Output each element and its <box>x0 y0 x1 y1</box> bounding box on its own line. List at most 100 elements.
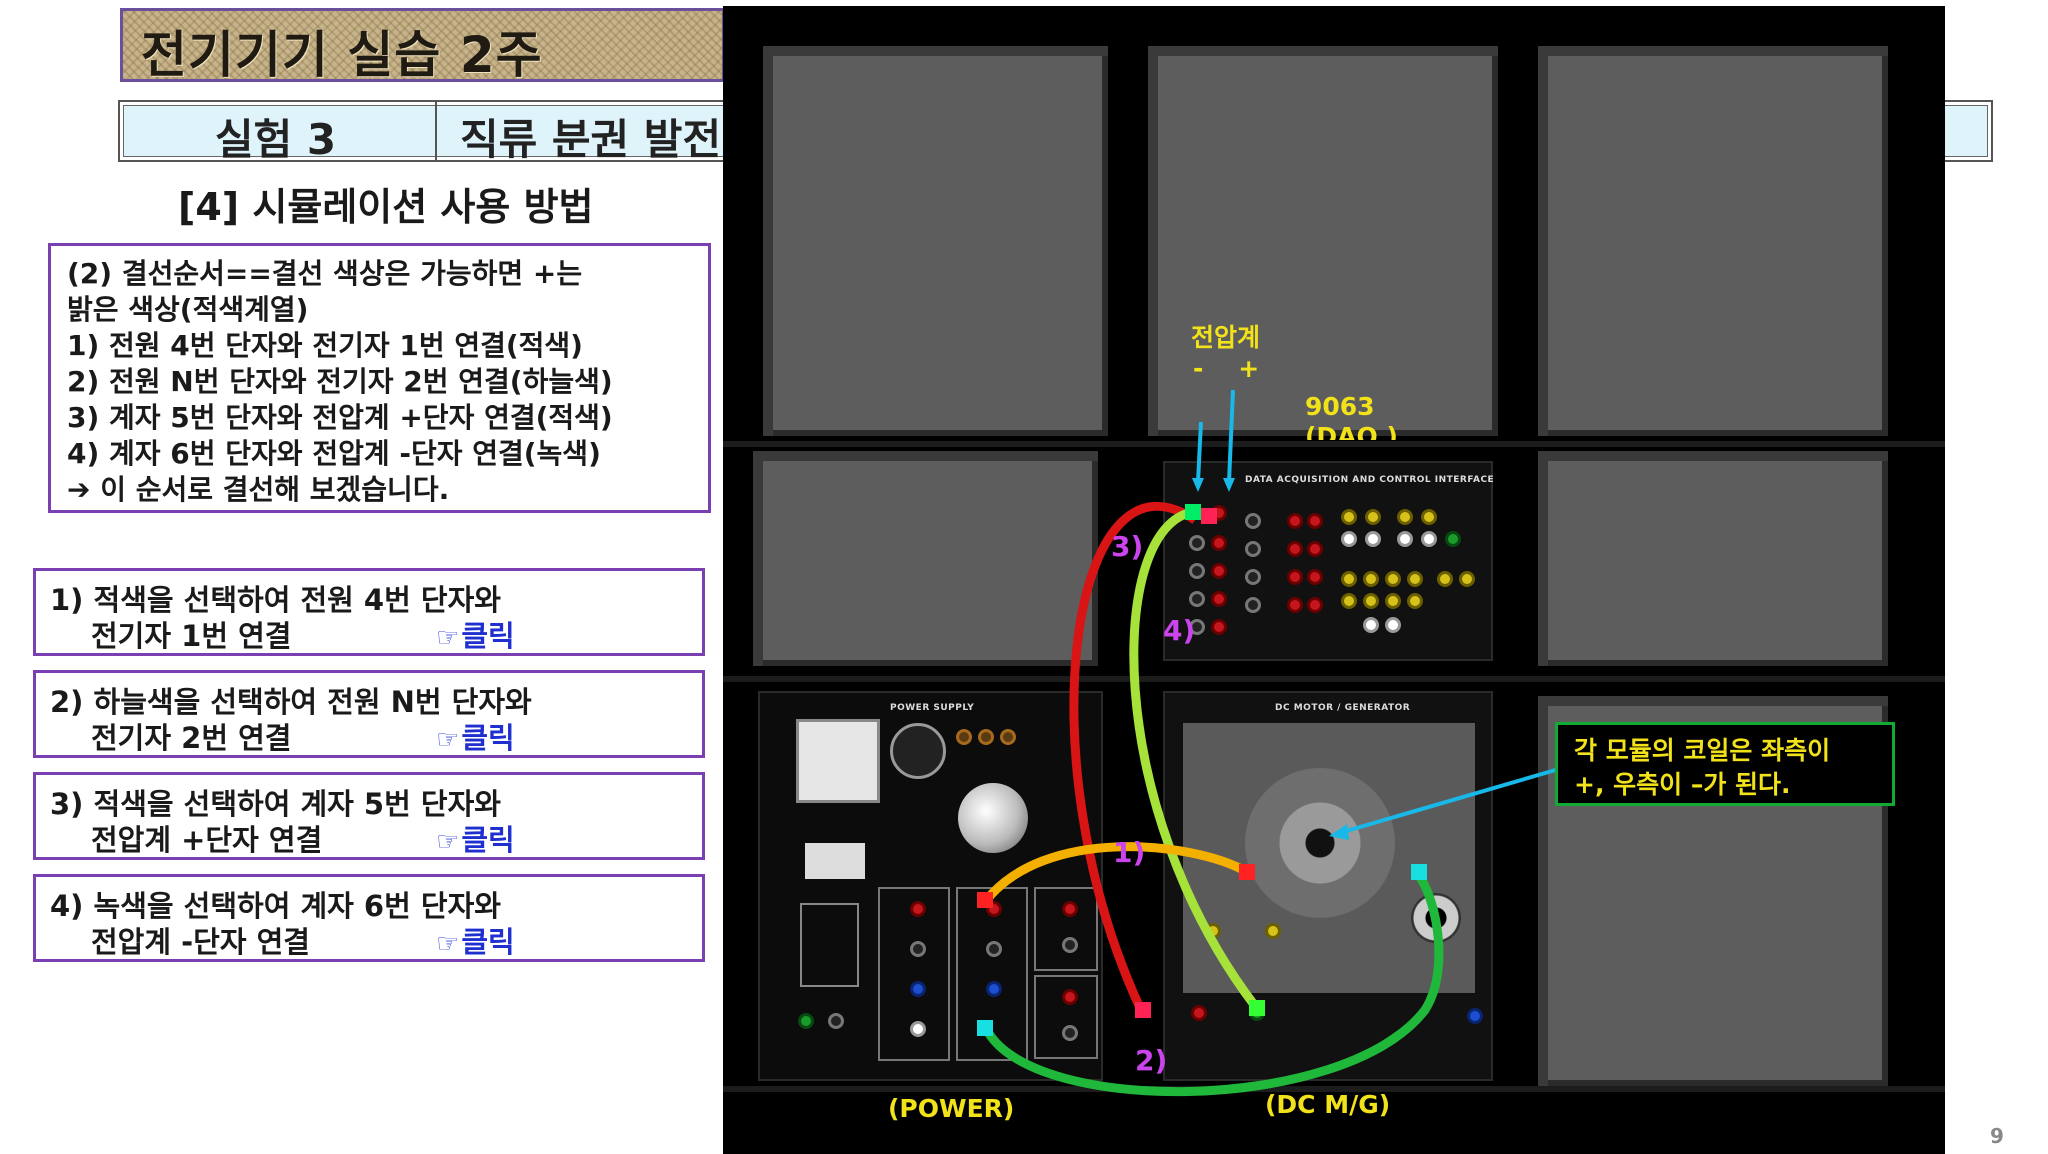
daq-jack[interactable] <box>1245 541 1261 557</box>
wire-red-3[interactable] <box>1069 501 1198 1012</box>
power-jack-6[interactable] <box>986 981 1002 997</box>
daq-jack[interactable] <box>1437 571 1453 587</box>
daq-jack[interactable] <box>1363 617 1379 633</box>
click-button-1[interactable]: ☞클릭 <box>436 613 515 655</box>
daq-jack[interactable] <box>1189 535 1205 551</box>
step-text: 전압계 -단자 연결 <box>91 925 310 959</box>
experiment-number: 실험 3 <box>215 115 337 164</box>
power-jack-5[interactable] <box>986 941 1002 957</box>
click-button-2[interactable]: ☞클릭 <box>436 715 515 757</box>
wire-green-4[interactable] <box>1129 507 1259 1009</box>
daq-jack[interactable] <box>1287 597 1303 613</box>
click-label: 클릭 <box>461 823 515 857</box>
daq-jack[interactable] <box>1307 569 1323 585</box>
daq-jack[interactable] <box>1189 619 1205 635</box>
daq-jack[interactable] <box>1363 571 1379 587</box>
daq-jack[interactable] <box>1287 513 1303 529</box>
power-jack-3[interactable] <box>910 981 926 997</box>
daq-jack[interactable] <box>1245 513 1261 529</box>
coil-note-box: 각 모듈의 코일은 좌측이 +, 우측이 –가 된다. <box>1555 722 1895 806</box>
power-jack-10[interactable] <box>1062 1025 1078 1041</box>
daq-jack[interactable] <box>1211 619 1227 635</box>
daq-jack[interactable] <box>1421 531 1437 547</box>
daq-jack[interactable] <box>1407 593 1423 609</box>
daq-jack[interactable] <box>1245 569 1261 585</box>
daq-jack[interactable] <box>1397 531 1413 547</box>
power-switch[interactable] <box>805 843 865 879</box>
daq-jack[interactable] <box>1341 593 1357 609</box>
daq-jack[interactable] <box>1287 569 1303 585</box>
daq-plus-terminal[interactable] <box>1201 508 1217 524</box>
click-button-4[interactable]: ☞클릭 <box>436 919 515 961</box>
selector-knob[interactable] <box>890 723 946 779</box>
instruction-box: (2) 결선순서==결선 색상은 가능하면 +는 밝은 색상(적색계열) 1) … <box>48 243 711 513</box>
step-text: 전압계 +단자 연결 <box>91 823 323 857</box>
daq-jack[interactable] <box>1341 509 1357 525</box>
daq-jack[interactable] <box>1445 531 1461 547</box>
daq-minus-terminal[interactable] <box>1185 504 1201 520</box>
daq-jack[interactable] <box>1211 591 1227 607</box>
armature-1-terminal[interactable] <box>1239 864 1255 880</box>
daq-jack[interactable] <box>1365 531 1381 547</box>
power-jack[interactable] <box>828 1013 844 1029</box>
daq-jack[interactable] <box>1365 509 1381 525</box>
click-label: 클릭 <box>461 925 515 959</box>
wire-number-2: 2) <box>1135 1044 1168 1077</box>
daq-jack[interactable] <box>1307 597 1323 613</box>
empty-slot[interactable] <box>1148 46 1498 436</box>
power-module-title: POWER SUPPLY <box>890 703 975 713</box>
step-box-4: 4) 녹색을 선택하여 계자 6번 단자와 전압계 -단자 연결 ☞클릭 <box>33 874 705 962</box>
daq-jack[interactable] <box>1363 593 1379 609</box>
empty-slot[interactable] <box>1538 46 1888 436</box>
daq-module[interactable]: DATA ACQUISITION AND CONTROL INTERFACE <box>1163 461 1494 661</box>
daq-jack[interactable] <box>1287 541 1303 557</box>
daq-jack[interactable] <box>1211 535 1227 551</box>
daq-jack[interactable] <box>1245 597 1261 613</box>
daq-jack[interactable] <box>1341 571 1357 587</box>
empty-slot[interactable] <box>1538 451 1888 666</box>
ground-jack[interactable] <box>798 1013 814 1029</box>
daq-jack[interactable] <box>1189 591 1205 607</box>
daq-jack[interactable] <box>1341 531 1357 547</box>
empty-slot[interactable] <box>763 46 1108 436</box>
daq-jack[interactable] <box>1397 509 1413 525</box>
field-6-terminal[interactable] <box>1249 1000 1265 1016</box>
power-supply-module[interactable]: POWER SUPPLY <box>758 691 1103 1081</box>
daq-jack[interactable] <box>1459 571 1475 587</box>
daq-jack[interactable] <box>1307 513 1323 529</box>
daq-jack[interactable] <box>1189 563 1205 579</box>
power-jack-9[interactable] <box>1062 989 1078 1005</box>
daq-jack[interactable] <box>1307 541 1323 557</box>
wire-lightblue-2[interactable] <box>980 868 1444 1096</box>
daq-jack[interactable] <box>1385 571 1401 587</box>
shelf-divider <box>723 1086 1945 1092</box>
daq-jack[interactable] <box>1385 617 1401 633</box>
output-panel-1 <box>878 887 950 1061</box>
step-text: 4) 녹색을 선택하여 계자 6번 단자와 <box>50 889 501 923</box>
dc-motor-generator-module[interactable]: DC MOTOR / GENERATOR <box>1163 691 1493 1081</box>
power-jack-2[interactable] <box>910 941 926 957</box>
armature-2-terminal[interactable] <box>1411 864 1427 880</box>
daq-jack[interactable] <box>1407 571 1423 587</box>
fuse-holder <box>800 903 859 987</box>
power-jack-1[interactable] <box>910 901 926 917</box>
field-jack[interactable] <box>1265 923 1281 939</box>
step-box-1: 1) 적색을 선택하여 전원 4번 단자와 전기자 1번 연결 ☞클릭 <box>33 568 705 656</box>
empty-slot[interactable] <box>753 451 1098 666</box>
wire-red-1[interactable] <box>981 842 1250 905</box>
power-n-terminal[interactable] <box>977 1020 993 1036</box>
click-button-3[interactable]: ☞클릭 <box>436 817 515 859</box>
field-5-terminal[interactable] <box>1135 1002 1151 1018</box>
voltage-control-knob[interactable] <box>958 783 1028 853</box>
power-jack-8[interactable] <box>1062 937 1078 953</box>
power-4-terminal[interactable] <box>977 892 993 908</box>
power-jack-n[interactable] <box>910 1021 926 1037</box>
armature-jack[interactable] <box>1467 1008 1483 1024</box>
step-text: 전기자 2번 연결 <box>91 721 292 755</box>
daq-jack[interactable] <box>1421 509 1437 525</box>
field-jack-5[interactable] <box>1191 1005 1207 1021</box>
voltmeter-polarity: - + <box>1193 354 1260 383</box>
daq-jack[interactable] <box>1385 593 1401 609</box>
daq-jack[interactable] <box>1211 563 1227 579</box>
power-jack-7[interactable] <box>1062 901 1078 917</box>
